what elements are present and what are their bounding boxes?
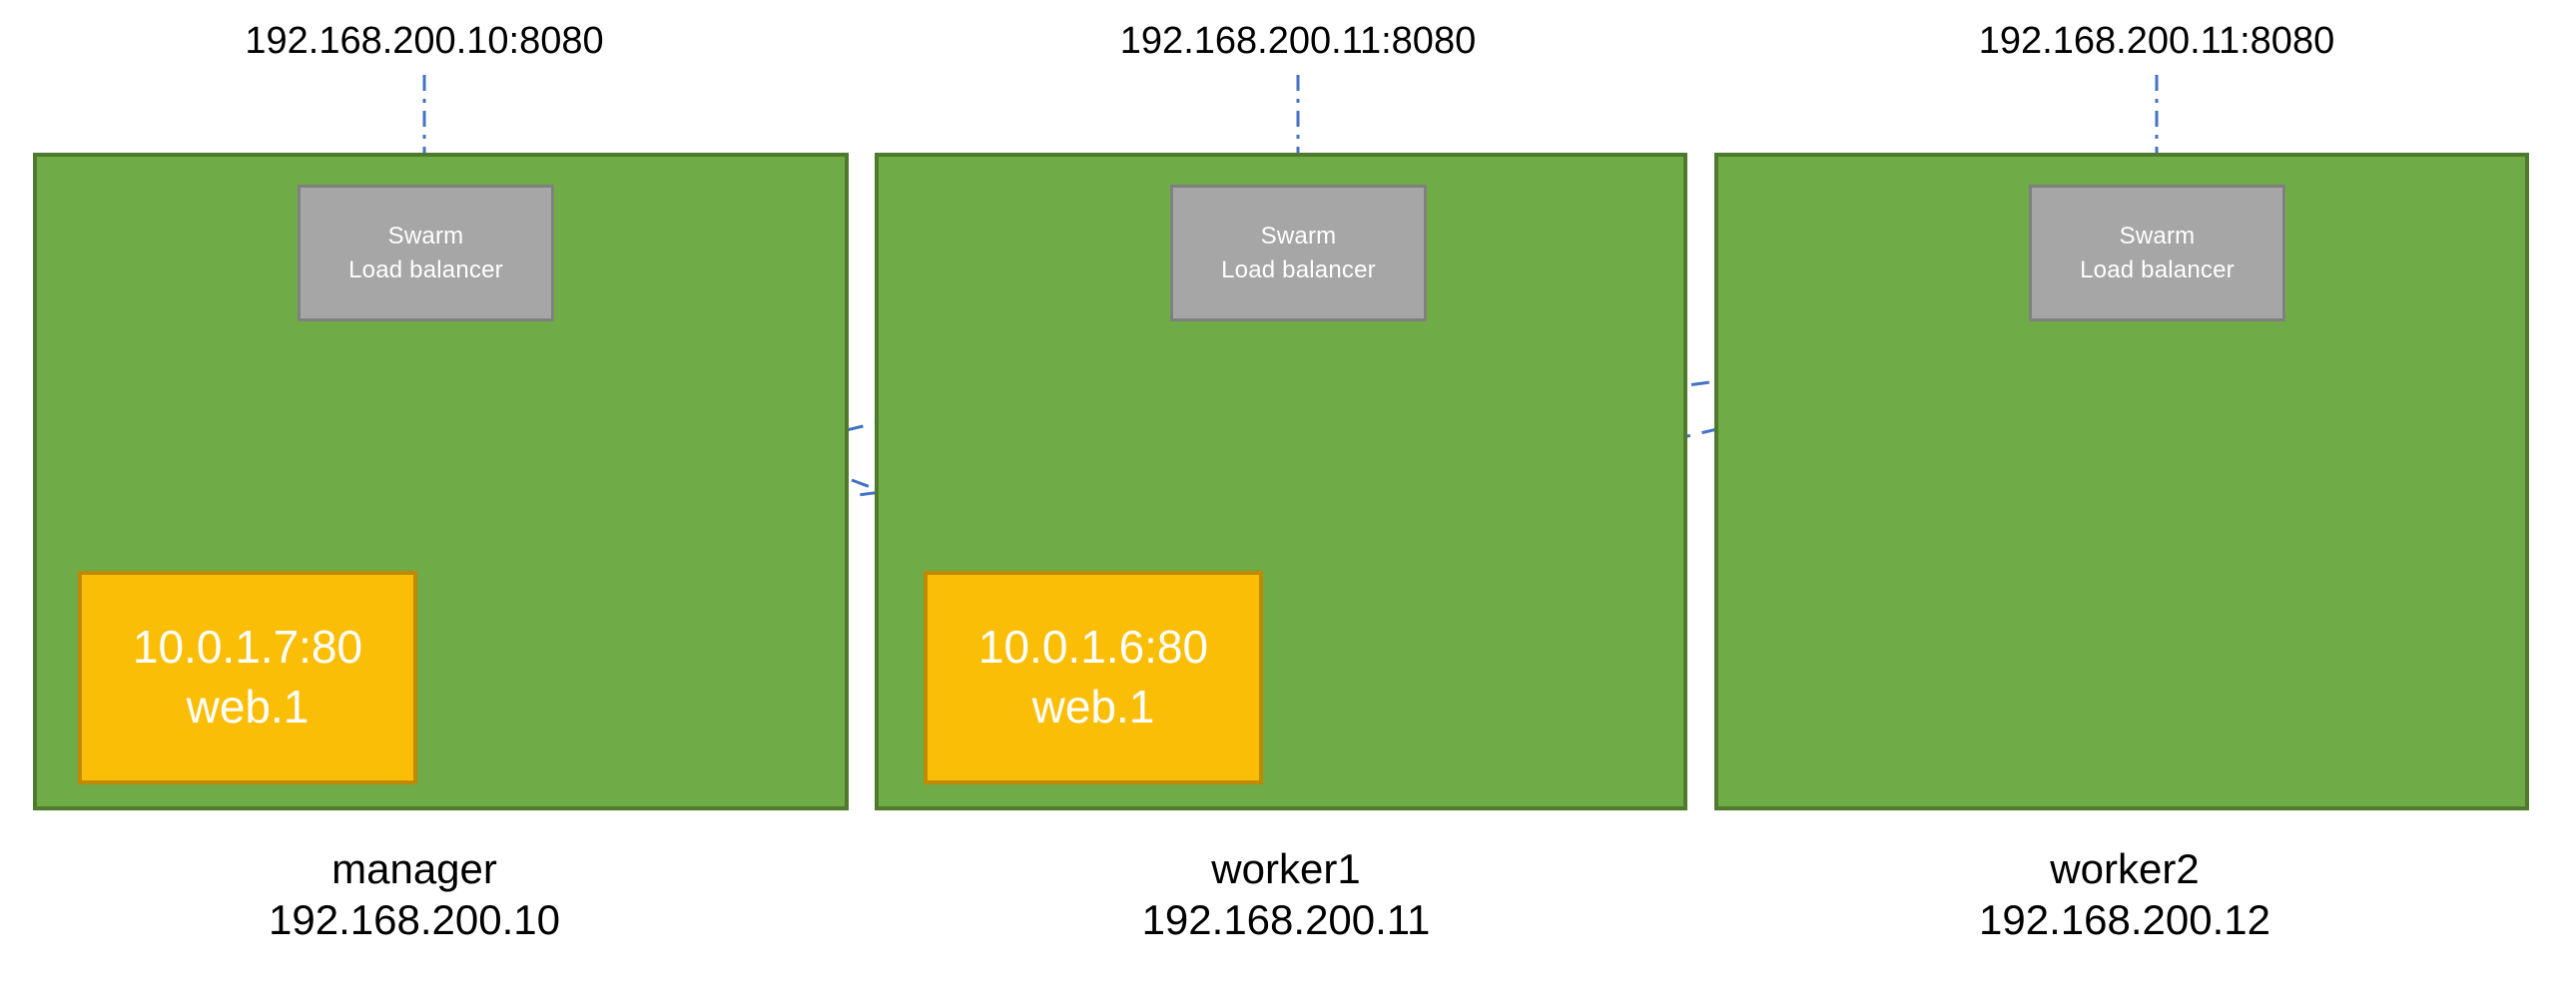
worker2-caption-name: worker2 — [2050, 845, 2200, 892]
worker1-caption-ip: 192.168.200.11 — [1141, 896, 1431, 944]
manager-service-address: 10.0.1.7:80 — [132, 621, 363, 674]
manager-caption-ip: 192.168.200.10 — [269, 896, 560, 944]
manager-caption-name: manager — [331, 845, 497, 892]
worker2-endpoint-label: 192.168.200.11:8080 — [1978, 20, 2335, 62]
manager-caption: manager 192.168.200.10 — [269, 843, 560, 945]
manager-load-balancer-subtitle: Load balancer — [348, 255, 503, 283]
manager-service-task-name: web.1 — [186, 681, 310, 733]
manager-load-balancer-title: Swarm — [387, 223, 464, 251]
worker1-service-task[interactable]: 10.0.1.6:80 web.1 — [924, 571, 1263, 784]
worker2-load-balancer[interactable]: Swarm Load balancer — [2029, 185, 2285, 321]
worker1-caption-name: worker1 — [1211, 845, 1361, 892]
manager-service-task[interactable]: 10.0.1.7:80 web.1 — [78, 571, 417, 784]
worker1-load-balancer[interactable]: Swarm Load balancer — [1170, 185, 1427, 321]
worker1-caption: worker1 192.168.200.11 — [1142, 843, 1431, 945]
worker1-service-task-name: web.1 — [1031, 681, 1155, 733]
manager-endpoint-label: 192.168.200.10:8080 — [245, 20, 604, 62]
worker1-load-balancer-subtitle: Load balancer — [1221, 255, 1376, 283]
worker1-endpoint-label: 192.168.200.11:8080 — [1119, 20, 1477, 62]
worker2-caption: worker2 192.168.200.12 — [1979, 843, 2270, 945]
manager-load-balancer[interactable]: Swarm Load balancer — [298, 185, 554, 321]
worker2-load-balancer-subtitle: Load balancer — [2080, 255, 2235, 283]
worker2-caption-ip: 192.168.200.12 — [1979, 896, 2270, 944]
worker2-load-balancer-title: Swarm — [2119, 223, 2196, 251]
worker1-service-address: 10.0.1.6:80 — [977, 621, 1209, 674]
worker1-load-balancer-title: Swarm — [1260, 223, 1337, 251]
